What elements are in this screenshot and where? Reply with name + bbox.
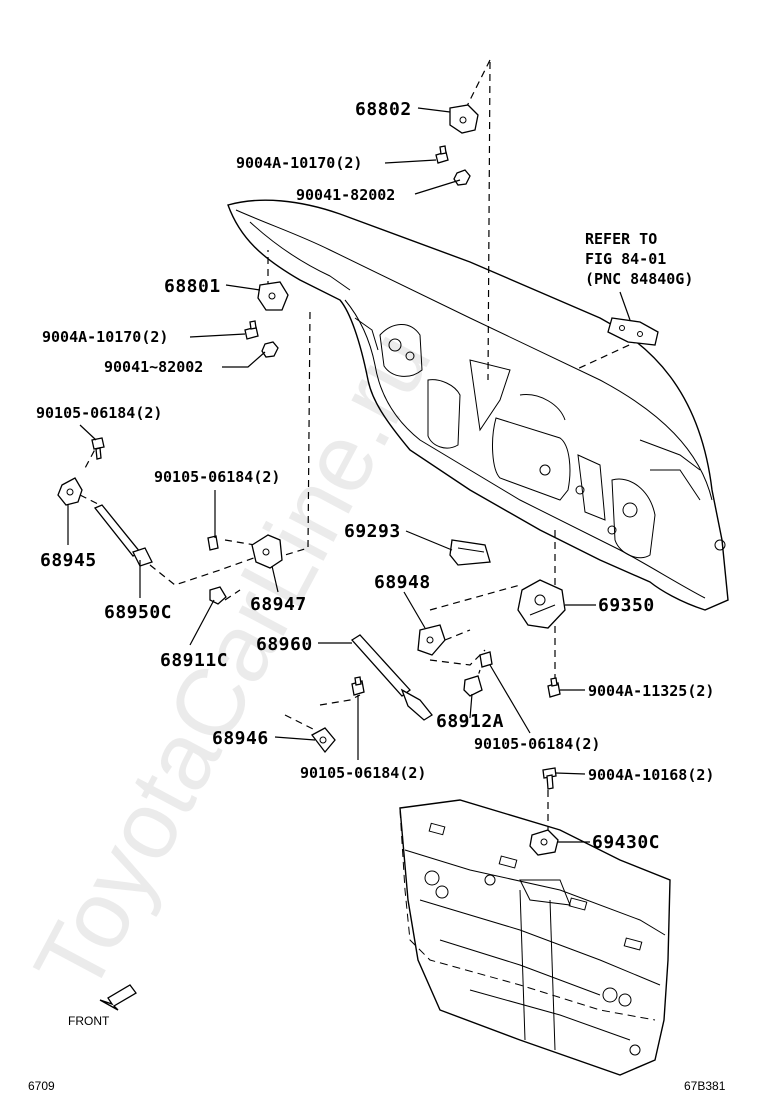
label-69293: 69293: [344, 521, 401, 542]
label-68947: 68947: [250, 594, 307, 615]
front-label: FRONT: [68, 1014, 110, 1028]
label-9004a-10170-left: 9004A-10170(2): [42, 328, 168, 346]
trunk-lid-panel: [227, 199, 729, 611]
footer-code-right: 67B381: [684, 1079, 726, 1093]
label-68950c: 68950C: [104, 602, 172, 623]
hinge-bracket-68802: [449, 104, 479, 134]
bolt-9004a-10170-top: [435, 145, 449, 164]
cushion-68911c: [209, 586, 227, 605]
stay-bracket-68946: [311, 727, 336, 754]
bolt-90105-06184-a: [91, 437, 105, 460]
refer-note-line2: FIG 84-01: [585, 250, 666, 268]
label-68960: 68960: [256, 634, 313, 655]
hinge-bracket-68801: [257, 281, 289, 311]
label-69430c: 69430C: [592, 832, 660, 853]
refer-note-line3: (PNC 84840G): [585, 270, 693, 288]
striker-69430c: [529, 829, 559, 856]
assembly-dash-lines: [79, 59, 641, 835]
refer-note-line1: REFER TO: [585, 230, 657, 248]
trunk-lock-69350: [517, 579, 566, 629]
footer-code-left: 6709: [28, 1079, 55, 1093]
label-90105-06184-a: 90105-06184(2): [36, 404, 162, 422]
front-arrow-icon: [99, 984, 137, 1011]
bolt-90105-06184-b: [207, 535, 219, 551]
label-68911c: 68911C: [160, 650, 228, 671]
cushion-68912a: [463, 675, 483, 697]
label-90041-82002-left: 90041~82002: [104, 358, 203, 376]
stay-bracket-68947: [251, 534, 283, 569]
bolt-9004a-11325: [547, 677, 561, 698]
nut-90041-82002-top: [453, 169, 471, 186]
label-9004a-10170-top: 9004A-10170(2): [236, 154, 362, 172]
stay-bracket-68945: [57, 477, 83, 506]
gas-strut-68950c: [93, 504, 153, 567]
label-90105-06184-b: 90105-06184(2): [154, 468, 280, 486]
label-90105-06184-d: 90105-06184(2): [300, 764, 426, 782]
trunk-handle: [607, 317, 659, 346]
label-9004a-11325: 9004A-11325(2): [588, 682, 714, 700]
nut-90041-82002-left: [261, 341, 279, 358]
label-9004a-10168: 9004A-10168(2): [588, 766, 714, 784]
bolt-9004a-10170-left: [244, 320, 259, 340]
stay-bracket-68948: [417, 624, 446, 656]
bolt-90105-06184-c: [479, 651, 493, 668]
label-68802: 68802: [355, 99, 412, 120]
rear-body-panel: [399, 799, 671, 1076]
label-68948: 68948: [374, 572, 431, 593]
bolt-90105-06184-d: [351, 676, 365, 696]
leader-lines: [67, 107, 631, 843]
label-90105-06184-c: 90105-06184(2): [474, 735, 600, 753]
bolt-9004a-10168: [542, 767, 557, 790]
label-90041-82002-top: 90041-82002: [296, 186, 395, 204]
label-68912a: 68912A: [436, 711, 504, 732]
label-68945: 68945: [40, 550, 97, 571]
label-68946: 68946: [212, 728, 269, 749]
label-69350: 69350: [598, 595, 655, 616]
gas-strut-68960: [351, 634, 433, 721]
bumper-69293: [449, 539, 491, 566]
label-68801: 68801: [164, 276, 221, 297]
